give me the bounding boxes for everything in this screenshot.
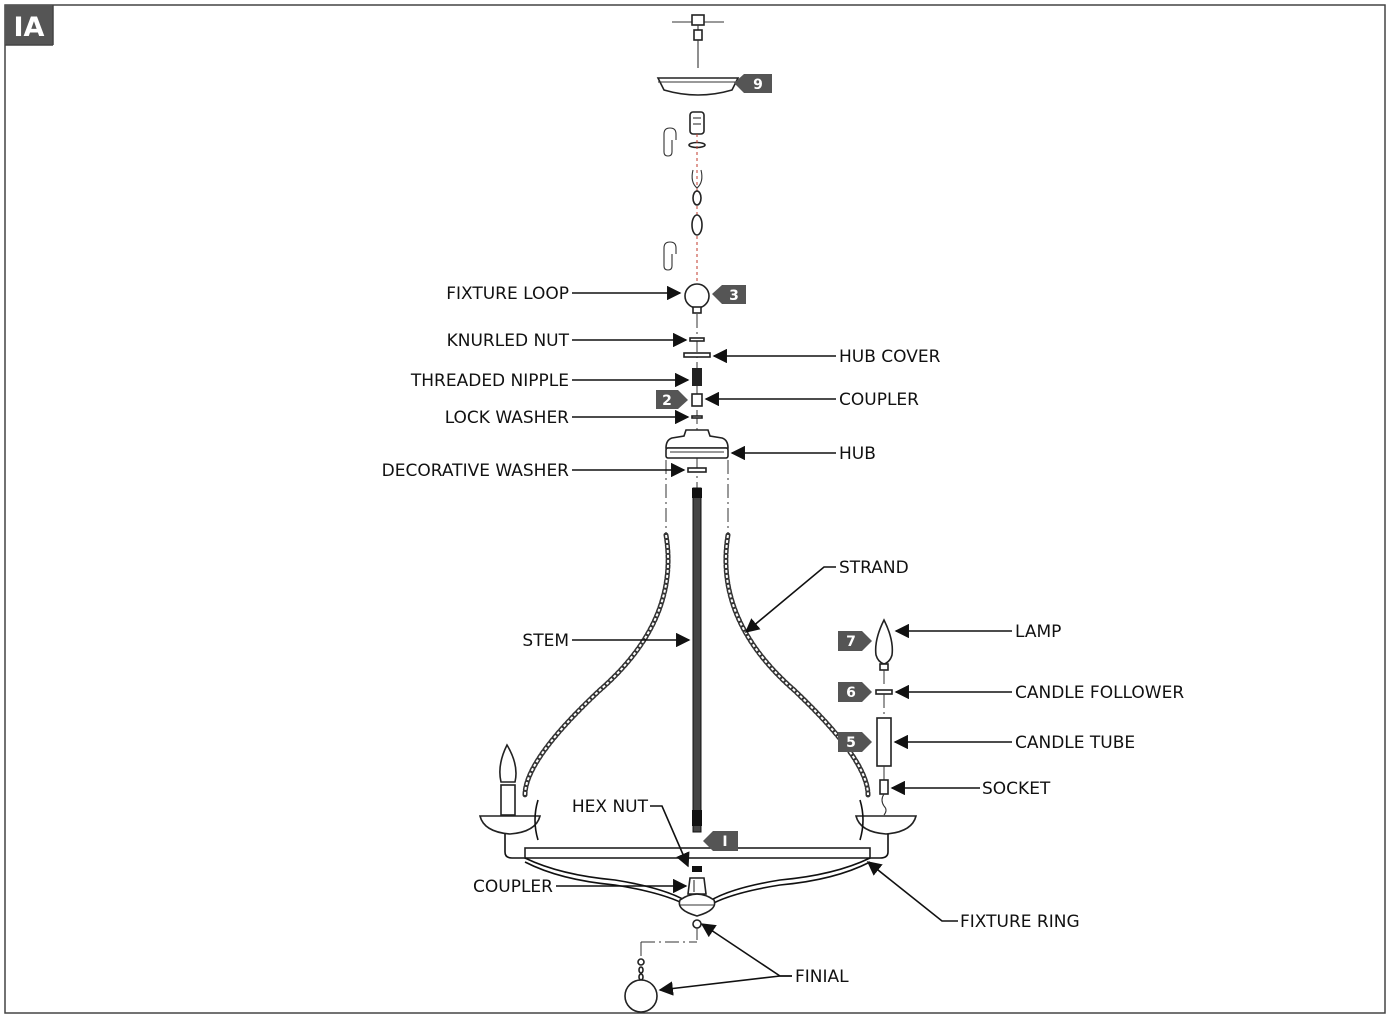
step-badge-3: 3 xyxy=(712,285,746,304)
socket-part xyxy=(879,779,889,816)
finial-body xyxy=(678,893,716,929)
label-finial: FINIAL xyxy=(795,967,849,987)
label-hex-nut: HEX NUT xyxy=(572,797,649,817)
lamp-part xyxy=(874,618,894,671)
label-hub-cover: HUB COVER xyxy=(839,347,941,367)
label-coupler-bottom: COUPLER xyxy=(473,877,553,897)
step-badge-1: I xyxy=(703,831,738,851)
label-strand: STRAND xyxy=(839,558,909,578)
label-decorative-washer: DECORATIVE WASHER xyxy=(382,461,570,481)
label-knurled-nut: KNURLED NUT xyxy=(447,331,570,351)
svg-text:I: I xyxy=(722,834,727,850)
step-badge-9: 9 xyxy=(734,74,772,93)
fixture-loop xyxy=(684,283,710,314)
chain-link-clip-icon xyxy=(663,127,677,157)
strand-left xyxy=(522,532,671,798)
mounting-strap xyxy=(672,14,724,68)
chain-link-clip-icon xyxy=(663,241,677,271)
label-socket: SOCKET xyxy=(982,779,1051,799)
label-lamp: LAMP xyxy=(1015,622,1061,642)
callout-leaders xyxy=(556,285,1012,996)
fixture-ring xyxy=(524,847,871,907)
label-fixture-ring: FIXTURE RING xyxy=(960,912,1080,932)
decorative-washer-part xyxy=(687,467,707,473)
label-hub: HUB xyxy=(839,444,876,464)
hex-nut-part xyxy=(692,866,702,872)
coupler-top-part xyxy=(691,393,703,407)
svg-text:5: 5 xyxy=(846,735,856,751)
svg-text:6: 6 xyxy=(846,685,856,701)
canopy xyxy=(656,77,740,96)
svg-text:2: 2 xyxy=(662,393,672,409)
knurled-nut-part xyxy=(689,337,705,342)
finial-ball xyxy=(624,958,658,1013)
figure-id: IA xyxy=(14,12,45,43)
step-badge-5: 5 xyxy=(838,732,872,752)
label-coupler-top: COUPLER xyxy=(839,390,919,410)
threaded-nipple-part xyxy=(692,368,702,386)
figure-border xyxy=(4,4,1386,1014)
canopy-hardware xyxy=(688,111,706,285)
svg-text:3: 3 xyxy=(729,288,739,304)
label-threaded-nipple: THREADED NIPPLE xyxy=(410,371,569,391)
label-lock-washer: LOCK WASHER xyxy=(445,408,569,428)
lock-washer-part xyxy=(691,415,703,419)
stem-part xyxy=(692,487,702,833)
candle-follower-part xyxy=(875,689,893,695)
label-stem: STEM xyxy=(522,631,569,651)
step-badge-2: 2 xyxy=(656,390,688,409)
left-candle-arm xyxy=(478,743,542,859)
label-candle-tube: CANDLE TUBE xyxy=(1015,733,1135,753)
label-fixture-loop: FIXTURE LOOP xyxy=(446,284,569,304)
figure-id-badge: IA xyxy=(5,5,54,46)
candle-tube-part xyxy=(876,717,892,767)
step-badge-7: 7 xyxy=(838,631,872,651)
svg-text:7: 7 xyxy=(846,634,856,650)
right-candle-arm xyxy=(854,799,918,859)
svg-text:9: 9 xyxy=(753,77,763,93)
label-candle-follower: CANDLE FOLLOWER xyxy=(1015,683,1184,703)
hub-cover-part xyxy=(683,352,711,358)
hub-part xyxy=(665,429,729,459)
bottom-coupler-part xyxy=(687,877,707,895)
step-badge-6: 6 xyxy=(838,682,872,702)
